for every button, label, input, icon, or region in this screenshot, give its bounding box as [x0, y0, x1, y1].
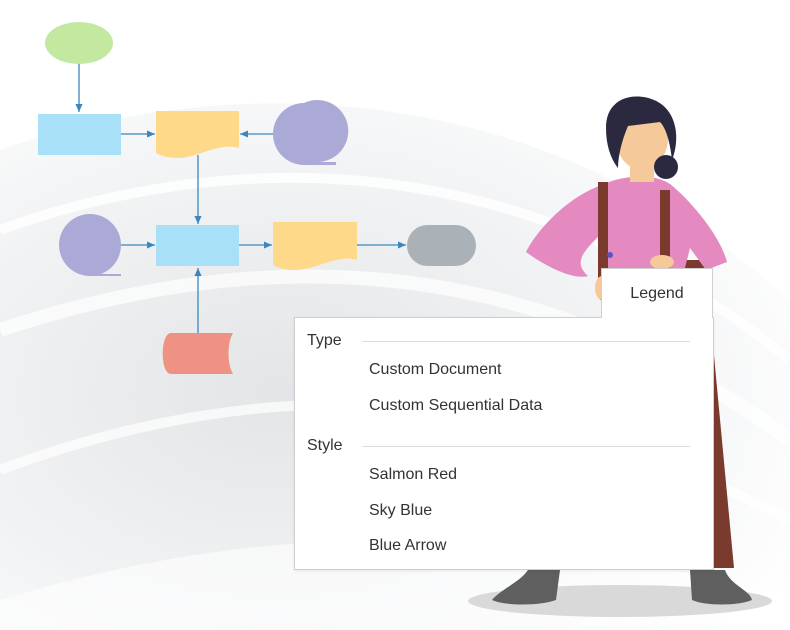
legend-tab: Legend — [601, 268, 713, 320]
end-terminator — [407, 225, 476, 266]
legend-section-type-title: Type — [307, 332, 342, 349]
legend-title: Legend — [630, 285, 684, 302]
legend-item-salmon-red: Salmon Red — [369, 466, 458, 483]
legend-section-type-divider — [362, 341, 690, 342]
connectors — [75, 63, 406, 333]
legend-item-blue-arrow: Blue Arrow — [369, 537, 447, 554]
flowchart-shapes — [38, 22, 476, 374]
sequential-data-2 — [59, 214, 121, 276]
start-terminator — [45, 22, 113, 64]
legend-item-custom-document: Custom Document — [369, 361, 502, 378]
pink-shirt — [526, 176, 727, 277]
document-shape-2 — [273, 222, 357, 270]
legend-tab-join — [602, 316, 712, 319]
stored-data-shape — [162, 333, 233, 374]
process-box-2 — [156, 225, 239, 266]
legend-item-custom-sequential-data: Custom Sequential Data — [369, 397, 543, 414]
legend-section-style-title: Style — [307, 437, 343, 454]
process-box-1 — [38, 114, 121, 155]
legend-section-style-divider — [362, 446, 690, 447]
hair — [606, 96, 677, 168]
legend-panel — [294, 317, 714, 570]
document-shape-1 — [156, 111, 239, 158]
legend-item-sky-blue: Sky Blue — [369, 502, 433, 519]
